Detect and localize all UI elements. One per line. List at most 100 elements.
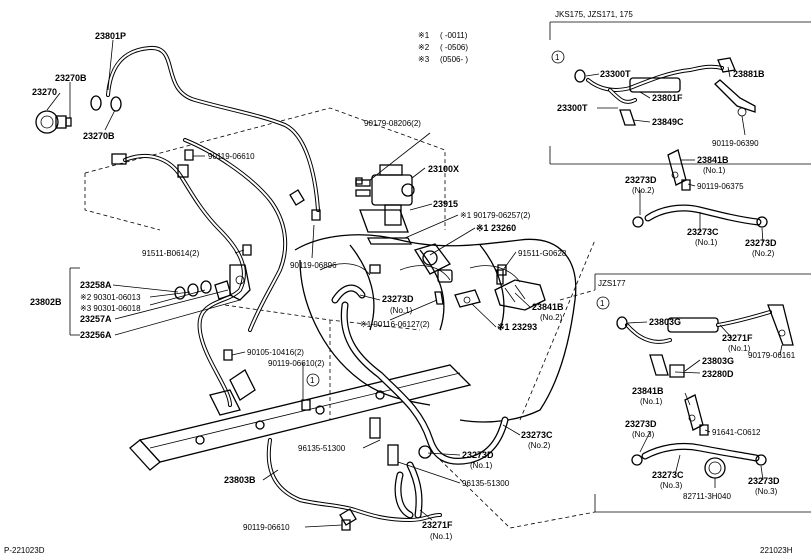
label-23273d-b: 23273D <box>462 450 494 460</box>
label-90119-06896: 90119-06896 <box>290 261 337 270</box>
label-23257a: 23257A <box>80 314 112 324</box>
legend-text-1: ( -0011) <box>440 31 468 40</box>
label-23841b-c: 23841B <box>632 386 664 396</box>
footer-right-code: 221023H <box>760 546 793 555</box>
section-frame-mid <box>594 273 811 513</box>
label-90119-06610-b: 90119-06610(2) <box>268 359 325 368</box>
svg-text:1: 1 <box>310 376 315 385</box>
label-23270b-top: 23270B <box>55 73 87 83</box>
circle-ref-1-top: 1 <box>551 50 565 64</box>
label-90119-06375: 90119-06375 <box>697 182 744 191</box>
section-top-hoses <box>632 149 768 228</box>
legend-text-3: (0506- ) <box>440 55 468 64</box>
label-23273c-a: 23273C <box>521 430 553 440</box>
label-23100x: 23100X <box>428 164 459 174</box>
svg-text:1: 1 <box>555 53 560 62</box>
label-23270b-bottom: 23270B <box>83 131 115 141</box>
pressure-damper-23270 <box>35 110 72 134</box>
label-23801f: 23801F <box>652 93 683 103</box>
label-23273c-a-note: (No.2) <box>528 441 551 450</box>
label-23273d-e: 23273D <box>625 419 657 429</box>
fuel-pipe-23803b <box>266 438 442 526</box>
label-23915: 23915 <box>433 199 458 209</box>
bracket-23802b <box>174 264 251 301</box>
fuel-pipe-loop <box>111 138 305 407</box>
label-90119-06390: 90119-06390 <box>712 139 759 148</box>
throttle-injector-23100x <box>355 164 415 245</box>
circle-ref-1-left: 1 <box>306 373 320 387</box>
label-23273c-b-note: (No.1) <box>695 238 718 247</box>
bolts <box>184 149 507 531</box>
section-mid-hoses <box>631 394 767 479</box>
label-91641-c0612: 91641-C0612 <box>712 428 761 437</box>
label-23271f-a-note: (No.1) <box>430 532 453 541</box>
label-23300t-a: 23300T <box>600 69 631 79</box>
label-90179-06257: ※1 90179-06257(2) <box>460 211 531 220</box>
label-23273d-a-note: (No.1) <box>390 306 413 315</box>
fuel-pipe-23801p <box>90 45 320 212</box>
label-23841b-c-note: (No.1) <box>640 397 663 406</box>
label-90105-10416: 90105-10416(2) <box>247 348 304 357</box>
label-23293: ※1 23293 <box>497 322 537 332</box>
label-23256a: 23256A <box>80 330 112 340</box>
label-23273d-f: 23273D <box>748 476 780 486</box>
label-23273d-c: 23273D <box>625 175 657 185</box>
label-23273c-c: 23273C <box>652 470 684 480</box>
label-82711-3h040: 82711-3H040 <box>683 492 731 501</box>
legend-mark-2: ※2 <box>418 43 430 52</box>
svg-text:1: 1 <box>600 299 605 308</box>
label-23271f-b-note: (No.1) <box>728 344 751 353</box>
label-23841b-a: 23841B <box>532 302 564 312</box>
label-23273c-b: 23273C <box>687 227 719 237</box>
section-frame-top <box>549 21 811 165</box>
engine-dashed-outline <box>84 107 596 529</box>
label-91511-b0614: 91511-B0614(2) <box>142 249 200 258</box>
section-mid-parts <box>616 304 794 378</box>
label-96135-51300-a: 96135-51300 <box>298 444 346 453</box>
legend: ※1 ( -0011) ※2 ( -0506) ※3 (0506- ) <box>418 31 468 64</box>
label-23801p: 23801P <box>95 31 126 41</box>
label-90116-06127: ※1 90116-06127(2) <box>360 320 430 329</box>
label-90119-06610-a: 90119-06610 <box>208 152 255 161</box>
hose-23841b <box>494 269 546 311</box>
hose-23273d-center <box>331 264 381 304</box>
label-90301-06018: ※3 90301-06018 <box>80 304 141 313</box>
label-23803g-a: 23803G <box>649 317 681 327</box>
label-23841b-b: 23841B <box>697 155 729 165</box>
label-23849c: 23849C <box>652 117 684 127</box>
section-header-top: JKS175, JZS171, 175 <box>555 10 633 19</box>
label-23273d-c-note: (No.2) <box>632 186 655 195</box>
label-23273d-a: 23273D <box>382 294 414 304</box>
circle-ref-1-mid: 1 <box>596 296 610 310</box>
label-23300t-b: 23300T <box>557 103 588 113</box>
label-23841b-b-note: (No.1) <box>703 166 726 175</box>
legend-mark-3: ※3 <box>418 55 430 64</box>
label-90179-08206: 90179-08206(2) <box>364 119 421 128</box>
label-90179-06161: 90179-06161 <box>748 351 796 360</box>
label-23273d-d: 23273D <box>745 238 777 248</box>
label-23273d-e-note: (No.3) <box>632 430 655 439</box>
label-90301-06013: ※2 90301-06013 <box>80 293 141 302</box>
label-23271f-a: 23271F <box>422 520 453 530</box>
section-top-parts <box>574 57 756 126</box>
label-23273d-f-note: (No.3) <box>755 487 778 496</box>
label-23881b: 23881B <box>733 69 765 79</box>
label-23270: 23270 <box>32 87 57 97</box>
label-23802b: 23802B <box>30 297 62 307</box>
legend-text-2: ( -0506) <box>440 43 468 52</box>
leader-lines <box>46 39 783 528</box>
label-23803g-b: 23803G <box>702 356 734 366</box>
section-header-mid: JZS177 <box>598 279 626 288</box>
footer-left-code: P-221023D <box>4 546 45 555</box>
label-96135-51300-b: 96135-51300 <box>462 479 510 488</box>
legend-mark-1: ※1 <box>418 31 430 40</box>
label-23273d-b-note: (No.1) <box>470 461 493 470</box>
label-23271f-b: 23271F <box>722 333 753 343</box>
valve-assembly-23260 <box>413 243 481 308</box>
label-91511-g0628: 91511-G0628 <box>518 249 567 258</box>
label-23273c-c-note: (No.3) <box>660 481 683 490</box>
label-23273d-d-note: (No.2) <box>752 249 775 258</box>
label-23803b: 23803B <box>224 475 256 485</box>
